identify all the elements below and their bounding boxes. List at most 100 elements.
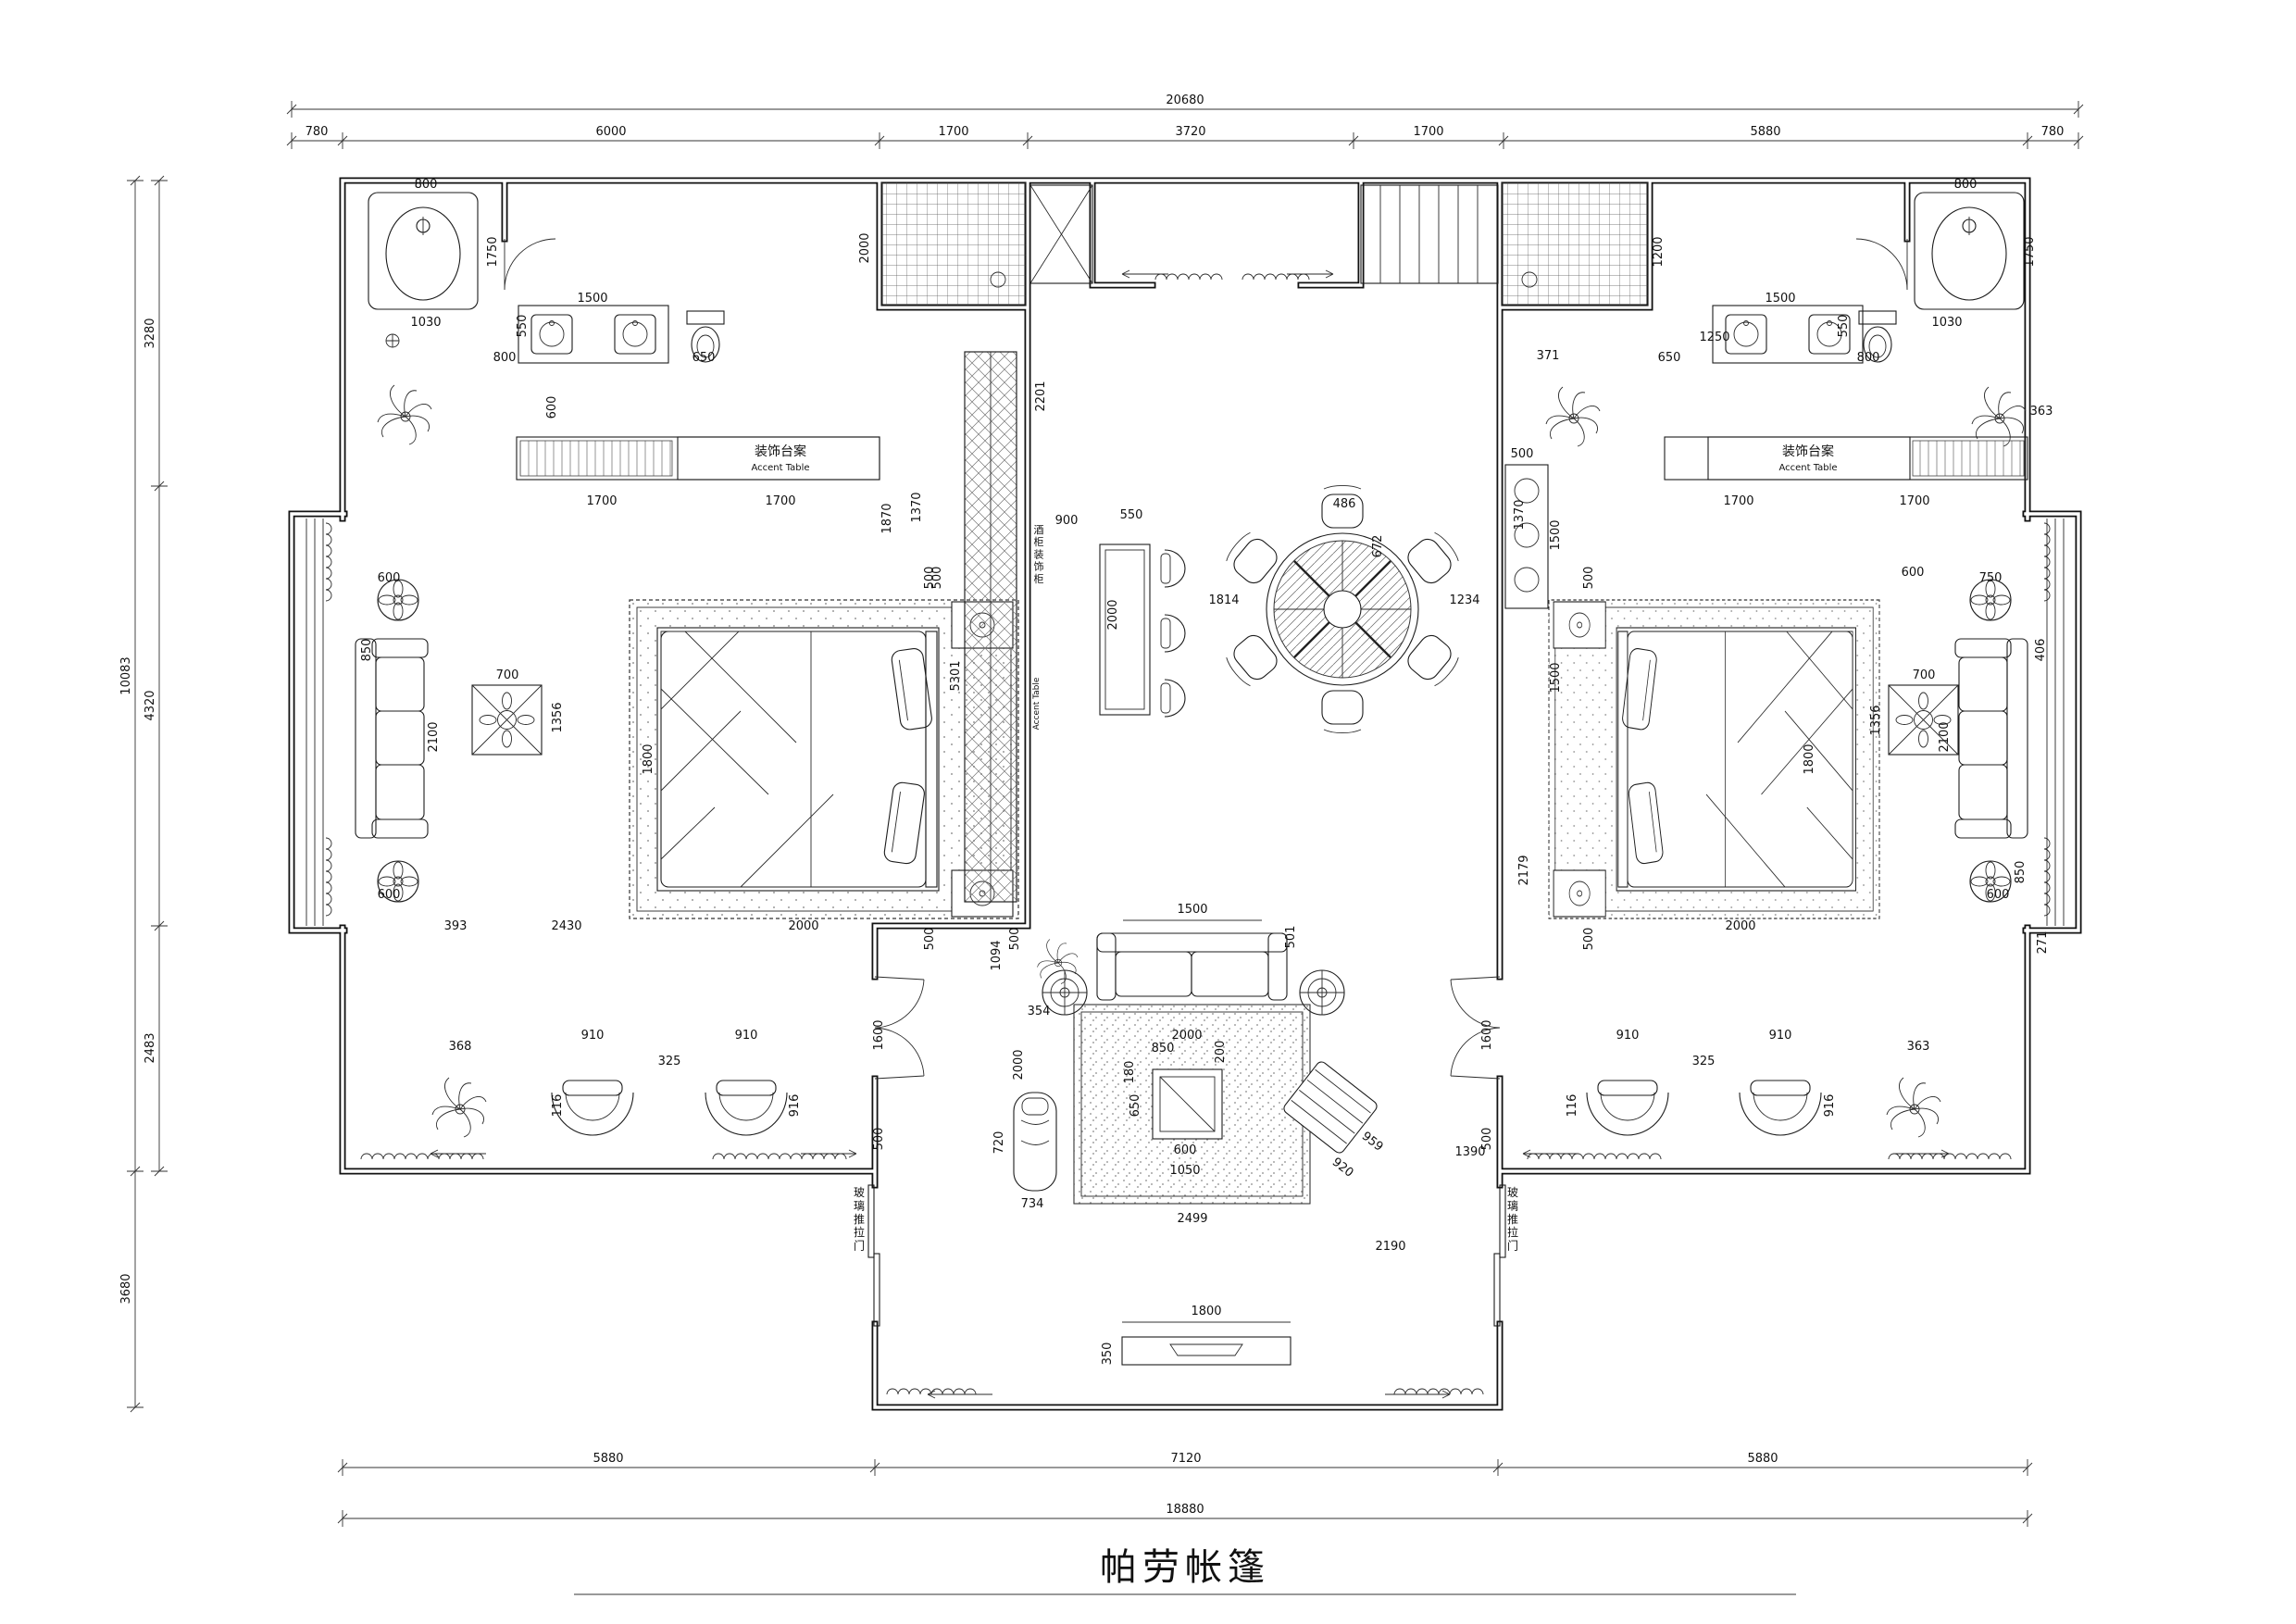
dim-line xyxy=(154,175,165,186)
dim-text: 600 xyxy=(378,571,401,585)
left-suite xyxy=(355,181,1027,1138)
dim-text: 600 xyxy=(1987,888,2010,902)
shower-right xyxy=(1501,181,1649,306)
dim-text: 850 xyxy=(1152,1042,1175,1056)
right-suite xyxy=(1450,181,2028,1138)
dim-text: 500 xyxy=(1008,928,1022,951)
dim-text: 850 xyxy=(2014,861,2028,884)
dim-line xyxy=(130,175,141,186)
curtain-icon xyxy=(360,1153,484,1160)
dim-line xyxy=(154,1166,165,1177)
dim-text: 1700 xyxy=(586,494,617,508)
curtain-icon xyxy=(712,1153,847,1160)
dim-text: 1030 xyxy=(410,316,441,330)
dim-text: 700 xyxy=(1913,668,1936,682)
dim-text: 650 xyxy=(1658,351,1681,365)
dim-text: 1500 xyxy=(1765,292,1795,306)
dim-text: 7120 xyxy=(1170,1452,1201,1466)
direction-arrow-icon xyxy=(1121,269,1168,279)
dim-text: 500 xyxy=(930,567,944,590)
dining-table xyxy=(1266,532,1419,686)
dim-text: 500 xyxy=(1582,928,1596,951)
dim-text: 1370 xyxy=(1513,499,1527,530)
dim-text: 363 xyxy=(2030,405,2053,418)
dim-text: 1250 xyxy=(1699,331,1729,344)
glass-sliding-door-left xyxy=(867,1184,880,1327)
dim-text: 916 xyxy=(788,1094,802,1118)
glass-door-label-left: 玻璃推拉门 xyxy=(854,1186,865,1253)
dim-text: 800 xyxy=(415,178,438,192)
dim-line xyxy=(337,1513,348,1524)
double-door-left xyxy=(874,976,925,1080)
dim-text: 1700 xyxy=(1723,494,1753,508)
dim-text: 2000 xyxy=(1171,1029,1202,1043)
dim-text: 1800 xyxy=(642,743,655,774)
direction-arrow-icon xyxy=(1385,1390,1451,1399)
dim-text: 2000 xyxy=(1106,599,1120,630)
dim-text: 501 xyxy=(1284,926,1298,949)
dim-text: 910 xyxy=(581,1029,605,1043)
dim-text: 2430 xyxy=(551,919,581,933)
dim-text: 3720 xyxy=(1175,125,1205,139)
direction-arrow-icon xyxy=(801,1149,857,1158)
dim-line xyxy=(874,135,885,146)
curtain-icon xyxy=(2043,522,2051,602)
dim-text: 1600 xyxy=(1480,1019,1494,1050)
dim-text: 1700 xyxy=(1899,494,1929,508)
dim-text: 1800 xyxy=(1191,1305,1221,1318)
dim-text: 500 xyxy=(872,1128,886,1151)
living-area xyxy=(867,919,1506,1366)
dim-line xyxy=(154,920,165,931)
glass-sliding-door-right xyxy=(1493,1184,1506,1327)
dim-text: 116 xyxy=(1566,1094,1579,1118)
dim-text: 920 xyxy=(1329,1156,1356,1181)
dim-text: 350 xyxy=(1101,1343,1115,1366)
direction-arrow-icon xyxy=(927,1390,992,1399)
dim-text: 2000 xyxy=(1012,1049,1026,1080)
dim-text: 750 xyxy=(1979,571,2003,585)
dim-text: 2000 xyxy=(858,232,872,263)
dim-line xyxy=(337,1462,348,1473)
dim-text: 180 xyxy=(1123,1061,1137,1084)
dim-text: 1800 xyxy=(1803,743,1816,774)
bar-cabinet xyxy=(1504,464,1549,609)
dim-text: 1356 xyxy=(1869,705,1883,735)
bay-window-left xyxy=(306,518,324,926)
dim-line xyxy=(1492,1462,1504,1473)
dim-text: 325 xyxy=(658,1055,681,1068)
dim-text: 200 xyxy=(1214,1041,1228,1064)
dim-text: 800 xyxy=(1954,178,1978,192)
dim-text: 650 xyxy=(693,351,716,365)
dim-text: 271 xyxy=(2036,931,2050,955)
direction-arrow-icon xyxy=(1287,269,1334,279)
dim-text: 1750 xyxy=(2023,236,2037,267)
door-swing xyxy=(504,238,556,291)
dim-line xyxy=(2022,135,2033,146)
direction-arrow-icon xyxy=(1893,1149,1950,1158)
dim-line xyxy=(869,1462,880,1473)
dim-text: 2483 xyxy=(144,1032,157,1063)
entry-closet-right xyxy=(1360,184,1499,284)
dim-text: 1030 xyxy=(1931,316,1962,330)
dim-text: 371 xyxy=(1537,349,1560,363)
curtain-icon xyxy=(886,1388,977,1395)
dim-text: 325 xyxy=(1692,1055,1716,1068)
dim-text: 1234 xyxy=(1449,593,1479,607)
dim-text: 1600 xyxy=(872,1019,886,1050)
dim-text: 5880 xyxy=(1747,1452,1778,1466)
dim-text: 2000 xyxy=(1725,919,1755,933)
dim-text: 1500 xyxy=(1549,662,1563,693)
dim-text: 20680 xyxy=(1166,94,1204,107)
dim-text: 1814 xyxy=(1208,593,1239,607)
dim-text: 550 xyxy=(1837,315,1851,338)
tv-icon xyxy=(1169,1343,1243,1356)
dim-text: 650 xyxy=(1129,1094,1142,1118)
dim-text: 393 xyxy=(444,919,468,933)
dim-text: 600 xyxy=(378,888,401,902)
dim-text: 1094 xyxy=(990,940,1004,970)
dim-text: 800 xyxy=(1857,351,1880,365)
curtain-icon xyxy=(1527,1153,1662,1160)
dim-text: 6000 xyxy=(595,125,626,139)
dim-text: 1870 xyxy=(880,503,894,533)
